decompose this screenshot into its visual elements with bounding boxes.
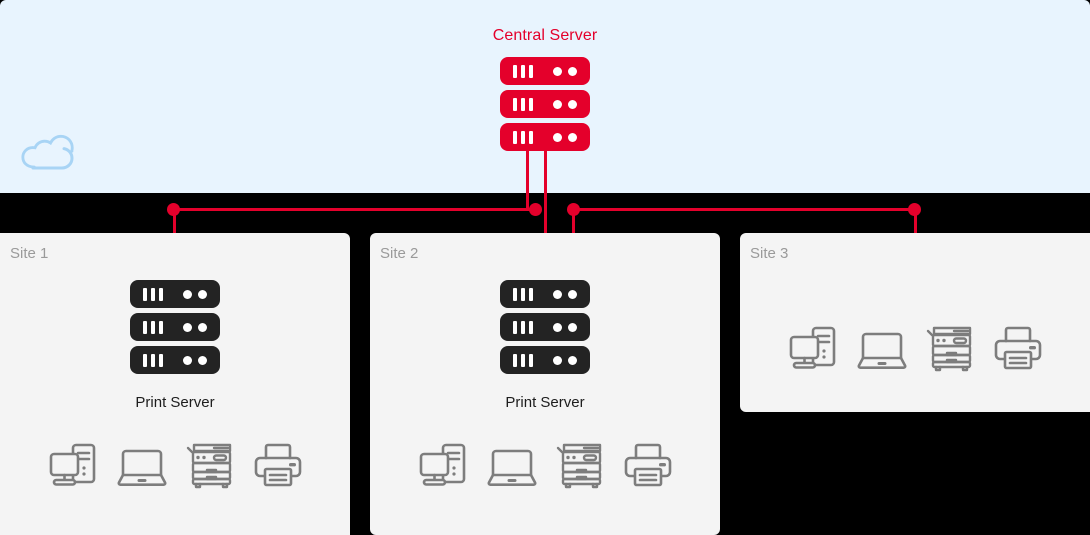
desktop-computer-icon (410, 435, 478, 495)
rack-unit (500, 90, 590, 118)
rack-unit (130, 280, 220, 308)
rack-leds-icon (553, 100, 577, 109)
rack-unit (500, 57, 590, 85)
link-node-central-left (529, 203, 542, 216)
rack-bars-icon (513, 65, 533, 78)
central-server-rack[interactable] (500, 57, 590, 155)
laptop-icon (478, 435, 546, 495)
bus-segment-right (573, 208, 916, 211)
rack-bars-icon (513, 354, 533, 367)
rack-leds-icon (553, 67, 577, 76)
rack-leds-icon (183, 323, 207, 332)
site-3-title: Site 3 (750, 245, 789, 262)
laptop-icon (848, 318, 916, 378)
site-1-device-row (40, 435, 312, 495)
link-central-to-bus-left (526, 150, 529, 210)
desktop-computer-icon (40, 435, 108, 495)
rack-bars-icon (143, 354, 163, 367)
site-2-print-server-rack[interactable] (500, 280, 590, 378)
rack-bars-icon (513, 321, 533, 334)
rack-leds-icon (553, 323, 577, 332)
central-server-label: Central Server (492, 27, 598, 44)
rack-leds-icon (553, 356, 577, 365)
copier-icon (916, 318, 984, 378)
rack-unit (130, 313, 220, 341)
link-node-site3-bus (908, 203, 921, 216)
rack-unit (500, 123, 590, 151)
site-2-device-row (410, 435, 682, 495)
bus-segment-left (172, 208, 536, 211)
printer-icon (244, 435, 312, 495)
link-node-site1-bus (167, 203, 180, 216)
copier-icon (546, 435, 614, 495)
desktop-computer-icon (780, 318, 848, 378)
rack-bars-icon (143, 321, 163, 334)
rack-bars-icon (513, 288, 533, 301)
printer-icon (984, 318, 1052, 378)
rack-leds-icon (553, 290, 577, 299)
site-2-server-label: Print Server (505, 394, 585, 411)
site-1-server-label: Print Server (135, 394, 215, 411)
site-3-device-row (780, 318, 1052, 378)
rack-bars-icon (143, 288, 163, 301)
rack-leds-icon (183, 356, 207, 365)
link-node-central-right (567, 203, 580, 216)
cloud-icon (20, 130, 75, 172)
rack-bars-icon (513, 131, 533, 144)
rack-unit (500, 313, 590, 341)
rack-leds-icon (553, 133, 577, 142)
site-1-title: Site 1 (10, 245, 49, 262)
copier-icon (176, 435, 244, 495)
site-1-print-server-rack[interactable] (130, 280, 220, 378)
rack-bars-icon (513, 98, 533, 111)
rack-unit (500, 280, 590, 308)
printer-icon (614, 435, 682, 495)
rack-unit (130, 346, 220, 374)
site-panel-3[interactable] (740, 233, 1090, 412)
rack-unit (500, 346, 590, 374)
site-2-title: Site 2 (380, 245, 419, 262)
laptop-icon (108, 435, 176, 495)
rack-leds-icon (183, 290, 207, 299)
link-central-to-site2-a (544, 150, 547, 287)
